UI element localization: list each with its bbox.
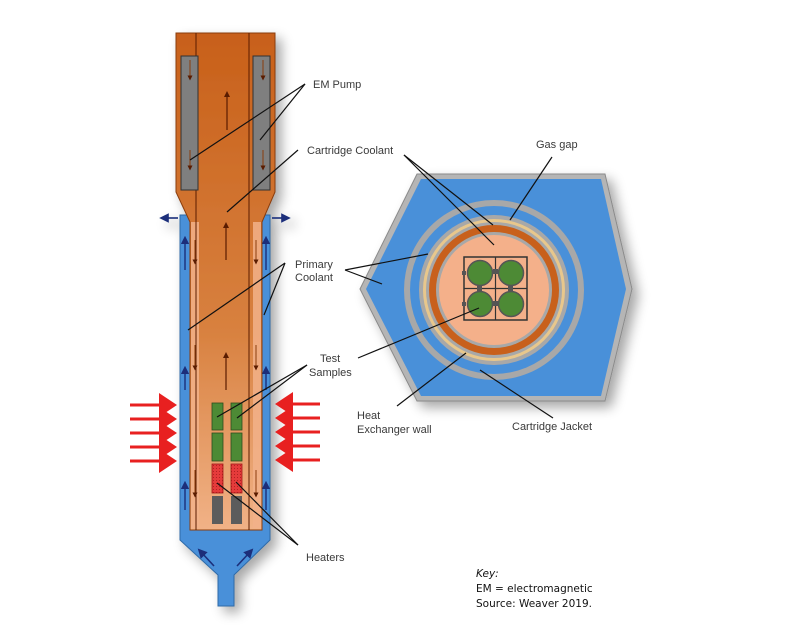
em-pump-block-right [252,55,271,191]
key-legend: Key: EM = electromagnetic Source: Weaver… [476,567,593,612]
test-sample [211,432,224,462]
heat-input-arrows-right [275,392,320,472]
label-test-samples-line1: Test [320,353,340,365]
cartridge-longitudinal-view [159,32,291,607]
label-primary-coolant-line1: Primary [295,259,333,271]
label-cartridge-coolant: Cartridge Coolant [307,145,393,157]
label-em-pump: EM Pump [313,79,361,91]
em-pump-block-left [180,55,199,191]
label-primary-coolant-line2: Coolant [295,272,333,284]
heater [211,463,224,494]
label-gas-gap: Gas gap [536,139,578,151]
test-sample [230,432,243,462]
test-sample-rod [497,290,525,318]
em-pump-housing [175,32,276,531]
key-title: Key: [476,568,499,580]
support-block [231,496,242,524]
test-sample-rod [497,259,525,287]
label-heaters: Heaters [306,552,345,564]
leader-lines [187,83,554,546]
key-source: Source: Weaver 2019. [476,598,592,610]
heater [230,463,243,494]
test-sample [230,402,243,431]
label-heat-exchanger-line2: Exchanger wall [357,424,432,436]
support-block [212,496,223,524]
test-sample-rod [466,290,494,318]
cartridge-coolant-region [439,235,549,345]
heat-input-arrows-left [130,393,177,473]
test-sample-rod [466,259,494,287]
label-test-samples-line2: Samples [309,367,352,379]
cartridge-cross-section [359,173,633,402]
label-heat-exchanger-line1: Heat [357,410,380,422]
key-em-definition: EM = electromagnetic [476,583,593,595]
label-cartridge-jacket: Cartridge Jacket [512,421,592,433]
